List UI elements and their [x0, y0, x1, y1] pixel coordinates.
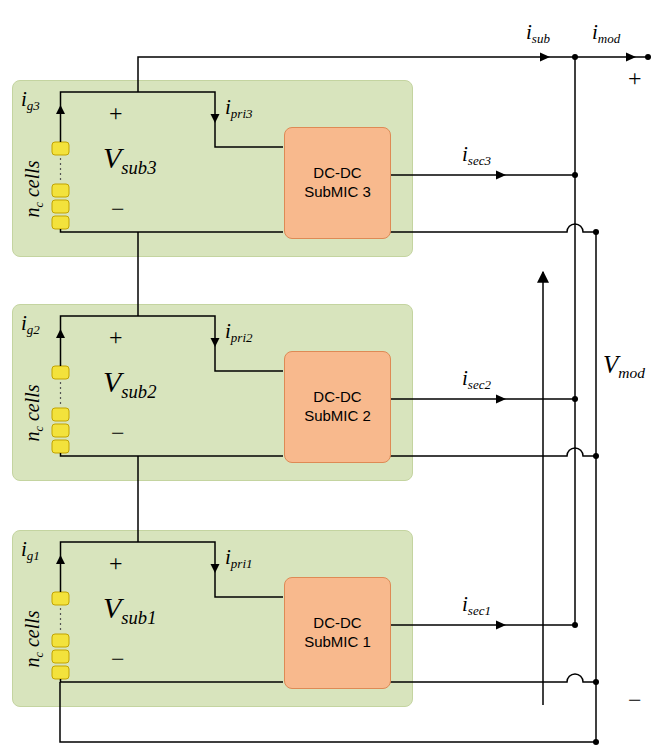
substring-panel: nc cellsig2+Vsub2−ipri2DC-DC SubMIC 2 — [12, 304, 413, 481]
polarity-sign: − — [628, 688, 642, 712]
series-wire — [137, 481, 139, 530]
symbol-rest: cells — [21, 384, 43, 426]
current-label: ipri2 — [225, 321, 253, 342]
symbol-main: n — [21, 432, 43, 442]
current-label: isec1 — [462, 594, 491, 615]
cell-count-label: nc cells — [22, 610, 42, 667]
symbol-main: i — [526, 20, 532, 44]
symbol-rest: cells — [21, 610, 43, 652]
symbol-main: i — [225, 545, 231, 569]
converter-label: DC-DC SubMIC 2 — [291, 388, 384, 426]
substring-panel: nc cellsig1+Vsub1−ipri1DC-DC SubMIC 1 — [12, 530, 413, 707]
symbol-subscript: mod — [598, 31, 620, 46]
symbol-subscript: mod — [618, 364, 645, 381]
symbol-subscript: sub3 — [121, 157, 156, 178]
polarity-sign: + — [109, 551, 123, 575]
symbol-subscript: sub1 — [121, 607, 156, 628]
current-label: ipri3 — [225, 97, 253, 118]
polarity-sign: + — [109, 101, 123, 125]
converter-label: DC-DC SubMIC 1 — [291, 614, 384, 652]
symbol-main: i — [21, 537, 27, 561]
symbol-subscript: pri1 — [231, 556, 253, 571]
current-label: imod — [592, 22, 620, 43]
current-label: ig3 — [21, 89, 40, 110]
polarity-sign: − — [111, 421, 125, 445]
symbol-main: i — [21, 87, 27, 111]
symbol-rest: cells — [21, 160, 43, 202]
symbol-main: n — [21, 208, 43, 218]
symbol-main: V — [103, 365, 121, 398]
symbol-subscript: sec2 — [468, 377, 491, 392]
symbol-main: i — [21, 311, 27, 335]
symbol-subscript: c — [32, 426, 46, 432]
polarity-sign: − — [111, 197, 125, 221]
voltage-label: Vsub1 — [103, 593, 156, 623]
converter-box: DC-DC SubMIC 1 — [284, 577, 391, 689]
voltage-label: Vsub2 — [103, 367, 156, 397]
current-label: isec3 — [462, 144, 491, 165]
symbol-main: i — [225, 319, 231, 343]
cell-count-label: nc cells — [22, 160, 42, 217]
current-label: ig1 — [21, 539, 40, 560]
symbol-subscript: g1 — [27, 548, 40, 563]
current-label: isub — [526, 22, 550, 43]
symbol-subscript: g3 — [27, 98, 40, 113]
symbol-subscript: c — [32, 202, 46, 208]
substring-panel: nc cellsig3+Vsub3−ipri3DC-DC SubMIC 3 — [12, 80, 413, 257]
symbol-main: i — [462, 366, 468, 390]
symbol-subscript: c — [32, 652, 46, 658]
symbol-main: V — [603, 351, 618, 378]
cell-count-label: nc cells — [22, 384, 42, 441]
polarity-sign: + — [628, 66, 642, 90]
symbol-main: V — [103, 591, 121, 624]
symbol-main: i — [462, 592, 468, 616]
symbol-main: V — [103, 141, 121, 174]
symbol-main: n — [21, 658, 43, 668]
symbol-subscript: sub2 — [121, 381, 156, 402]
symbol-main: i — [592, 20, 598, 44]
polarity-sign: − — [111, 647, 125, 671]
symbol-subscript: sec3 — [468, 153, 491, 168]
symbol-main: i — [462, 142, 468, 166]
converter-label: DC-DC SubMIC 3 — [291, 164, 384, 202]
current-label: isec2 — [462, 368, 491, 389]
symbol-subscript: sec1 — [468, 603, 491, 618]
current-label: ig2 — [21, 313, 40, 334]
symbol-subscript: g2 — [27, 322, 40, 337]
series-wire — [137, 257, 139, 304]
converter-box: DC-DC SubMIC 2 — [284, 351, 391, 463]
symbol-subscript: pri2 — [231, 330, 253, 345]
voltage-label: Vmod — [603, 352, 645, 377]
symbol-subscript: sub — [532, 31, 550, 46]
symbol-subscript: pri3 — [231, 106, 253, 121]
symbol-main: i — [225, 95, 231, 119]
polarity-sign: + — [109, 325, 123, 349]
converter-box: DC-DC SubMIC 3 — [284, 127, 391, 239]
current-label: ipri1 — [225, 547, 253, 568]
voltage-label: Vsub3 — [103, 143, 156, 173]
